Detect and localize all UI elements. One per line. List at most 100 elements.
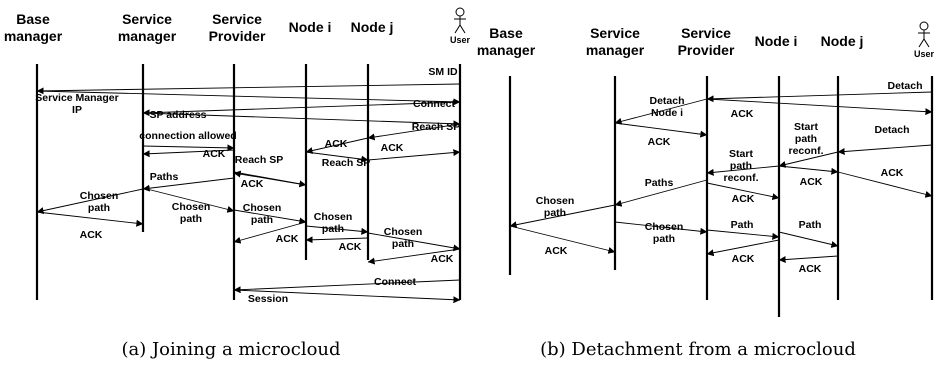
message-arrow: [142, 101, 461, 117]
message-label: ACK: [381, 142, 404, 154]
participant-label-bm: manager: [4, 28, 63, 44]
message-arrow: [142, 144, 235, 152]
participant-label-ni: Node i: [289, 19, 332, 35]
participant-label-sp: Provider: [209, 28, 266, 44]
participant-label-sm: manager: [586, 42, 645, 58]
participant-label-ni: Node i: [755, 33, 798, 49]
message-label: Connect: [413, 98, 456, 110]
message-arrow: [706, 182, 780, 201]
message-label: ACK: [325, 138, 348, 150]
message-label: ACK: [276, 233, 299, 245]
message-label: Path: [799, 219, 822, 231]
message-label: Paths: [150, 171, 179, 183]
message-label: ACK: [732, 253, 755, 265]
participant-label-bm: Base: [16, 11, 50, 27]
message-arrow: [837, 171, 933, 198]
message-label: ACK: [339, 241, 362, 253]
participant-label-sp: Service: [212, 11, 262, 27]
message-arrow: [778, 165, 839, 175]
message-arrow: [305, 225, 369, 235]
participant-label-sm: Service: [122, 11, 172, 27]
message-label: Detach: [887, 80, 922, 92]
participant-label-nj: Node j: [351, 19, 394, 35]
message-arrow: [706, 229, 780, 240]
message-arrow: [706, 91, 933, 103]
message-label: ACK: [881, 167, 904, 179]
message-label: Reach SP: [412, 121, 460, 133]
message-arrow: [706, 165, 780, 176]
message-arrow: [778, 255, 839, 264]
message-arrow: [778, 151, 839, 168]
message-arrow: [233, 209, 307, 225]
message-arrow: [142, 112, 461, 128]
message-label: ACK: [732, 193, 755, 205]
message-label: Connect: [374, 276, 417, 288]
message-arrow: [233, 279, 461, 294]
message-arrow: [142, 187, 235, 213]
message-label: ACK: [203, 148, 226, 160]
message-arrow: [36, 90, 461, 106]
user-actor-icon: [918, 21, 930, 48]
message-label: ACK: [241, 178, 264, 190]
message-label: ACK: [799, 263, 822, 275]
message-arrow: [36, 188, 144, 215]
message-arrow: [367, 123, 461, 141]
user-actor-icon: [454, 7, 466, 34]
message-arrow: [367, 232, 461, 252]
participant-label-user: User: [450, 35, 471, 45]
message-label: Paths: [645, 177, 674, 189]
participant-label-sm: manager: [118, 28, 177, 44]
message-label: Reach SP: [322, 157, 370, 169]
message-label: connection allowed: [139, 130, 236, 142]
message-arrow: [142, 149, 235, 158]
message-arrow: [837, 144, 933, 155]
message-arrow: [36, 83, 461, 95]
diagram-joining-microcloud: BasemanagerServicemanagerServiceProvider…: [4, 7, 471, 305]
message-arrow: [614, 98, 708, 125]
message-label: SP address: [149, 109, 206, 121]
message-label: ACK: [431, 253, 454, 265]
message-arrow: [706, 239, 780, 257]
message-arrow: [509, 225, 616, 254]
message-arrow: [367, 248, 461, 265]
message-label: Reach SP: [235, 154, 283, 166]
message-arrow: [706, 98, 933, 116]
message-arrow: [614, 122, 708, 138]
message-arrow: [233, 221, 307, 244]
message-label: ACK: [648, 136, 671, 148]
participant-label-user: User: [914, 49, 935, 59]
participant-label-nj: Node j: [821, 33, 864, 49]
participant-label-sm: Service: [590, 25, 640, 41]
message-arrow: [614, 179, 708, 207]
message-label: Path: [731, 219, 754, 231]
participant-label-sp: Service: [681, 25, 731, 41]
message-arrow: [614, 221, 708, 235]
participant-label-bm: Base: [489, 25, 523, 41]
message-label: Session: [248, 293, 288, 305]
message-label: ACK: [731, 108, 754, 120]
message-label: ACK: [80, 229, 103, 241]
diagram-detachment-microcloud: BasemanagerServicemanagerServiceProvider…: [477, 21, 935, 317]
message-arrow: [142, 177, 235, 192]
caption-a: (a) Joining a microcloud: [121, 339, 340, 360]
message-arrow: [233, 170, 307, 186]
message-label: Detach: [874, 124, 909, 136]
participant-label-sp: Provider: [678, 42, 735, 58]
message-label: SM ID: [428, 66, 458, 78]
participant-label-bm: manager: [477, 42, 536, 58]
message-arrow: [36, 211, 144, 227]
message-arrow: [233, 289, 461, 304]
message-label: ACK: [800, 176, 823, 188]
message-arrow: [509, 204, 616, 229]
